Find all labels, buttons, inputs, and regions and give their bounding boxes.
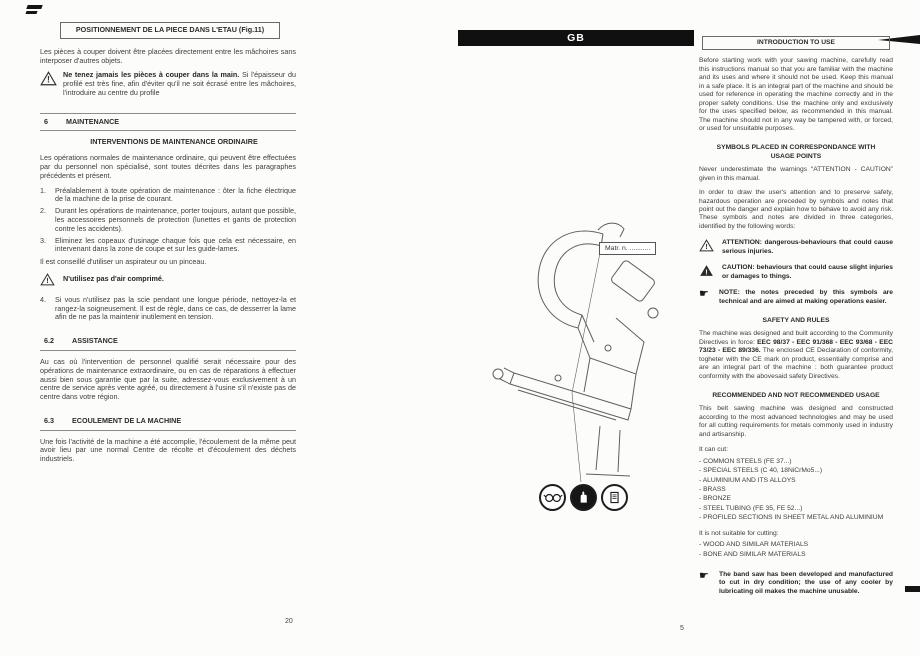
safety-rules-body: The machine was designed and built accor… bbox=[699, 330, 893, 381]
section-number: 6.2 bbox=[44, 336, 54, 346]
section-6-header: 6 MAINTENANCE bbox=[40, 112, 296, 132]
note-text: NOTE: the notes preceded by this symbols… bbox=[719, 289, 893, 305]
registration-mark bbox=[26, 5, 43, 9]
warning-text: Ne tenez jamais les pièces à couper dans… bbox=[63, 70, 297, 97]
page-edge-mark bbox=[905, 586, 920, 592]
symbols-body-2: In order to draw the user's attention an… bbox=[699, 189, 893, 230]
symbols-body-1: Never underestimate the warnings “ATTENT… bbox=[699, 166, 893, 182]
list-item: 2. Durant les opérations de maintenance,… bbox=[40, 206, 296, 233]
safety-body-1: The machine was designed and built accor… bbox=[699, 330, 893, 346]
list-item: 3. Eliminez les copeaux d'usinage chaque… bbox=[40, 235, 296, 255]
language-tab-gb: GB bbox=[458, 30, 694, 46]
list-item-text: Eliminez les copeaux d'usinage chaque fo… bbox=[55, 235, 296, 254]
compressed-air-warning: ! N'utilisez pas d'air comprimé. bbox=[40, 272, 296, 286]
safety-pictograms bbox=[539, 484, 628, 511]
manual-icon bbox=[601, 484, 628, 511]
bandsaw-technical-drawing bbox=[468, 218, 700, 490]
material-item: - BRONZE bbox=[699, 495, 731, 503]
can-cut-list: - COMMON STEELS (FE 37...) - SPECIAL STEE… bbox=[699, 458, 893, 523]
warning-rest-text: Si l'épaisseur du profilé est très fine,… bbox=[63, 70, 297, 97]
compressed-air-warning-text: N'utilisez pas d'air comprimé. bbox=[63, 273, 164, 283]
maintenance-intro: Les opérations normales de maintenance o… bbox=[40, 153, 296, 180]
caution-definition: ! CAUTION: behaviours that could cause s… bbox=[699, 264, 893, 281]
material-item: - WOOD AND SIMILAR MATERIALS bbox=[699, 541, 809, 549]
positioning-body: Les pièces à couper doivent être placées… bbox=[40, 46, 296, 65]
list-item-text: Si vous n'utilisez pas la scie pendant u… bbox=[55, 294, 296, 322]
material-item: - PROFILED SECTIONS IN SHEET METAL AND A… bbox=[699, 514, 884, 522]
list-item-text: Durant les opérations de maintenance, po… bbox=[55, 206, 296, 233]
list-item-number: 1. bbox=[40, 185, 46, 195]
material-item: - STEEL TUBING (FE 35, FE 52...) bbox=[699, 504, 803, 512]
svg-text:!: ! bbox=[46, 276, 49, 285]
registration-mark bbox=[25, 11, 38, 14]
safety-body-2: The enclosed CE Declaration of conformit… bbox=[699, 347, 893, 380]
recommended-usage-heading: RECOMMENDED AND NOT RECOMMENDED USAGE bbox=[712, 392, 880, 399]
pointing-hand-icon: ☛ bbox=[699, 570, 709, 582]
material-item: - ALUMINIUM AND ITS ALLOYS bbox=[699, 476, 796, 484]
svg-text:!: ! bbox=[705, 242, 708, 251]
section-6-3-header: 6.3 ECOULEMENT DE LA MACHINE bbox=[40, 414, 296, 431]
vacuum-advice: Il est conseillé d'utiliser un aspirateu… bbox=[40, 257, 207, 267]
list-item-number: 4. bbox=[40, 294, 46, 304]
section-title: ECOULEMENT DE LA MACHINE bbox=[72, 415, 182, 425]
note-definition: ☛ NOTE: the notes preceded by this symbo… bbox=[699, 289, 893, 306]
section-title: ASSISTANCE bbox=[72, 336, 118, 346]
warning-triangle-icon: ! bbox=[40, 272, 57, 286]
serial-number-label: Matr. n. ........... bbox=[599, 242, 657, 255]
left-page-column: POSITIONNEMENT DE LA PIECE DANS L'ETAU (… bbox=[40, 22, 296, 470]
caution-text: CAUTION: behaviours that could cause sli… bbox=[722, 264, 893, 280]
maintenance-item-4: 4. Si vous n'utilisez pas la scie pendan… bbox=[40, 294, 296, 322]
section-6-2-header: 6.2 ASSISTANCE bbox=[40, 334, 296, 351]
attention-definition: ! ATTENTION: dangerous-behaviours that c… bbox=[699, 239, 893, 256]
positioning-section-title: POSITIONNEMENT DE LA PIECE DANS L'ETAU (… bbox=[60, 22, 280, 39]
dry-cut-warning: ☛ The band saw has been developed and ma… bbox=[699, 571, 893, 596]
attention-text: ATTENTION: dangerous-behaviours that cou… bbox=[722, 239, 893, 255]
section-number: 6 bbox=[44, 116, 48, 126]
assistance-body: Au cas où l'intervention de personnel qu… bbox=[40, 356, 296, 402]
list-item-number: 2. bbox=[40, 206, 46, 216]
section-title: MAINTENANCE bbox=[66, 116, 120, 126]
maintenance-numbered-list: 1. Préalablement à toute opération de ma… bbox=[40, 185, 296, 255]
introduction-section-title: INTRODUCTION TO USE bbox=[702, 36, 890, 51]
not-suitable-list: - WOOD AND SIMILAR MATERIALS- BONE AND S… bbox=[699, 541, 893, 559]
pointing-hand-icon: ☛ bbox=[699, 288, 709, 301]
hold-by-hand-warning: ! Ne tenez jamais les pièces à couper da… bbox=[40, 70, 297, 103]
svg-text:!: ! bbox=[705, 268, 708, 277]
material-item: - BRASS bbox=[699, 485, 726, 493]
warning-bold-text: Ne tenez jamais les pièces à couper dans… bbox=[63, 70, 240, 80]
warning-triangle-icon: ! bbox=[699, 239, 716, 252]
usage-body: This belt sawing machine was designed an… bbox=[699, 405, 893, 438]
material-item: - COMMON STEELS (FE 37...) bbox=[699, 457, 792, 465]
dry-cut-warning-text: The band saw has been developed and manu… bbox=[719, 571, 893, 595]
can-cut-label: It can cut: bbox=[699, 446, 728, 454]
list-item: 1. Préalablement à toute opération de ma… bbox=[40, 185, 296, 205]
left-page-number: 20 bbox=[285, 618, 293, 625]
list-item-text: Préalablement à toute opération de maint… bbox=[55, 185, 296, 204]
svg-text:!: ! bbox=[47, 75, 50, 85]
caution-triangle-icon: ! bbox=[699, 264, 716, 277]
disposal-body: Une fois l'activité de la machine a été … bbox=[40, 436, 296, 464]
page-edge-mark bbox=[878, 35, 920, 44]
directives-list: EEC 98/37 - EEC 91/368 - EEC 93/68 - EEC… bbox=[699, 338, 893, 355]
symbols-heading: SYMBOLS PLACED IN CORRESPONDANCE WITH US… bbox=[716, 144, 876, 160]
material-item: - SPECIAL STEELS (C 40, 18NiCrMo5...) bbox=[699, 467, 823, 475]
material-item: - BONE AND SIMILAR MATERIALS bbox=[699, 550, 806, 558]
right-page-number: 5 bbox=[680, 625, 684, 632]
gloves-icon bbox=[570, 484, 597, 511]
maintenance-subheading: INTERVENTIONS DE MAINTENANCE ORDINAIRE bbox=[90, 137, 258, 147]
introduction-body: Before starting work with your sawing ma… bbox=[699, 57, 893, 132]
section-number: 6.3 bbox=[44, 415, 54, 425]
warning-triangle-icon: ! bbox=[40, 71, 57, 86]
list-item-number: 3. bbox=[40, 235, 46, 245]
not-suitable-label: It is not suitable for cutting: bbox=[699, 529, 779, 537]
right-page-column: INTRODUCTION TO USE Before starting work… bbox=[699, 36, 893, 604]
goggles-icon bbox=[539, 484, 566, 511]
safety-rules-heading: SAFETY AND RULES bbox=[762, 316, 830, 324]
